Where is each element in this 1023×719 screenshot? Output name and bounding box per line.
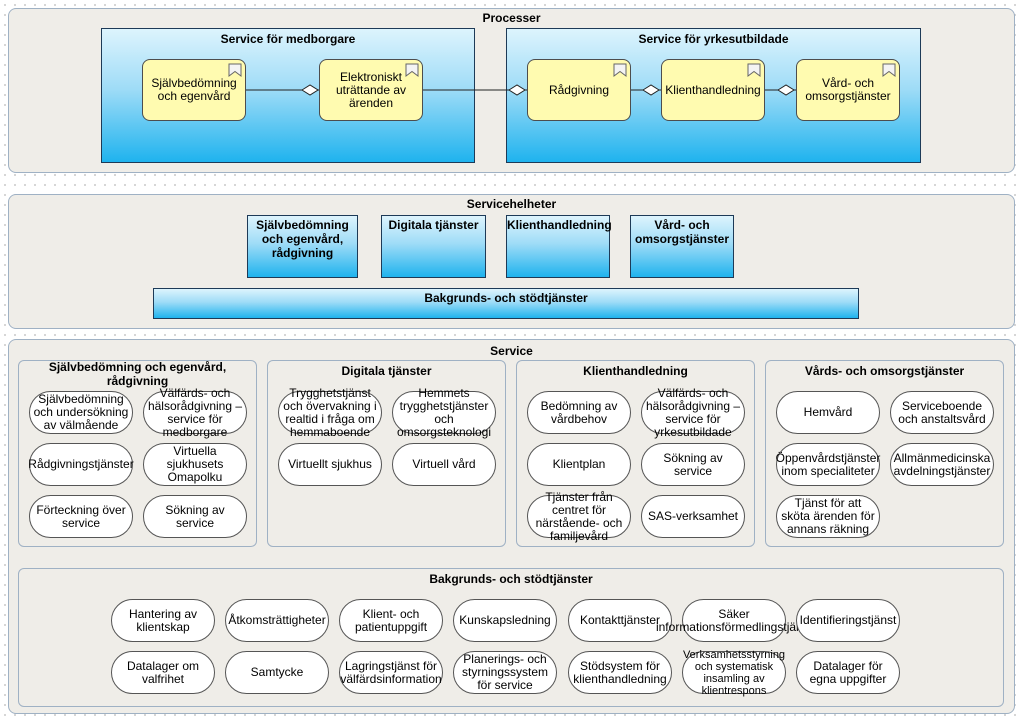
service-item[interactable]: Öppenvårdstjänster inom specialiteter [776,443,880,486]
service-item[interactable]: Välfärds- och hälsorådgivning – service … [143,386,247,438]
process-electronic-errands[interactable]: Elektroniskt uträttande av ärenden [319,59,423,121]
support-service-item[interactable]: Datalager om valfrihet [111,651,215,694]
service-item[interactable]: Rådgivningstjänster [28,443,134,486]
process-flag-icon [747,63,761,77]
process-flag-icon [228,63,242,77]
service-item[interactable]: Tjänst för att sköta ärenden för annans … [776,495,880,538]
support-service-item[interactable]: Åtkomsträttigheter [225,599,329,642]
entity-client-guidance[interactable]: Klienthandledning [506,215,612,278]
service-item[interactable]: Virtuellt sjukhus [278,443,382,486]
support-service-item[interactable]: Lagringstjänst för välfärdsinformation [339,651,443,694]
support-service-item[interactable]: Säker informationsförmedlingstjänst [656,599,812,642]
process-care-services[interactable]: Vård- och omsorgstjänster [796,59,900,121]
service-item[interactable]: Tjänster från centret för närstående- oc… [527,490,631,542]
entity-digital-services[interactable]: Digitala tjänster [381,215,486,278]
process-flag-icon [882,63,896,77]
entity-care-services[interactable]: Vård- och omsorgstjänster [630,215,734,278]
support-service-item[interactable]: Kunskapsledning [453,599,557,642]
process-counselling[interactable]: Rådgivning [527,59,631,121]
citizen-service-title: Service för medborgare [220,32,356,46]
service-entities-title: Servicehelheter [466,197,557,211]
processes-title: Processer [482,11,541,25]
service-item[interactable]: SAS-verksamhet [641,495,745,538]
service-item[interactable]: Sökning av service [641,443,745,486]
service-item[interactable]: Sökning av service [143,495,247,538]
support-service-item[interactable]: Verksamhetsstyrning och systematisk insa… [682,648,786,697]
support-service-item[interactable]: Stödsystem för klienthandledning [568,651,672,694]
service-item[interactable]: Allmänmedicinska avdelningstjänster [890,443,994,486]
process-client-guidance[interactable]: Klienthandledning [661,59,765,121]
service-title: Service [490,344,533,358]
support-service-item[interactable]: Datalager för egna uppgifter [796,651,900,694]
service-item[interactable]: Klientplan [527,443,631,486]
professional-service-title: Service för yrkesutbildade [638,32,789,46]
service-item[interactable]: Trygghetstjänst och övervakning i realti… [278,386,382,438]
entity-self-assessment[interactable]: Självbedömning och egenvård, rådgivning [247,215,358,278]
support-service-item[interactable]: Identifieringstjänst [796,599,900,642]
process-flag-icon [613,63,627,77]
service-item[interactable]: Förteckning över service [29,495,133,538]
support-service-item[interactable]: Kontakttjänster [568,599,672,642]
process-self-assessment[interactable]: Självbedömning och egenvård [142,59,246,121]
support-service-item[interactable]: Samtycke [225,651,329,694]
service-item[interactable]: Självbedömning och undersökning av välmå… [29,391,133,434]
service-item[interactable]: Hemvård [776,391,880,434]
service-item[interactable]: Bedömning av vårdbehov [527,391,631,434]
service-item[interactable]: Virtuella sjukhusets Omapolku [143,443,247,486]
service-item[interactable]: Hemmets trygghetstjänster och omsorgstek… [392,386,496,438]
service-item[interactable]: Välfärds- och hälsorådgivning – service … [641,386,745,438]
service-item[interactable]: Virtuell vård [392,443,496,486]
process-flag-icon [405,63,419,77]
support-service-item[interactable]: Klient- och patientuppgift [339,599,443,642]
support-service-item[interactable]: Hantering av klientskap [111,599,215,642]
support-service-item[interactable]: Planerings- och styrningssystem för serv… [453,651,557,694]
entity-background-support[interactable]: Bakgrunds- och stödtjänster [153,288,859,319]
service-item[interactable]: Serviceboende och anstaltsvård [890,391,994,434]
